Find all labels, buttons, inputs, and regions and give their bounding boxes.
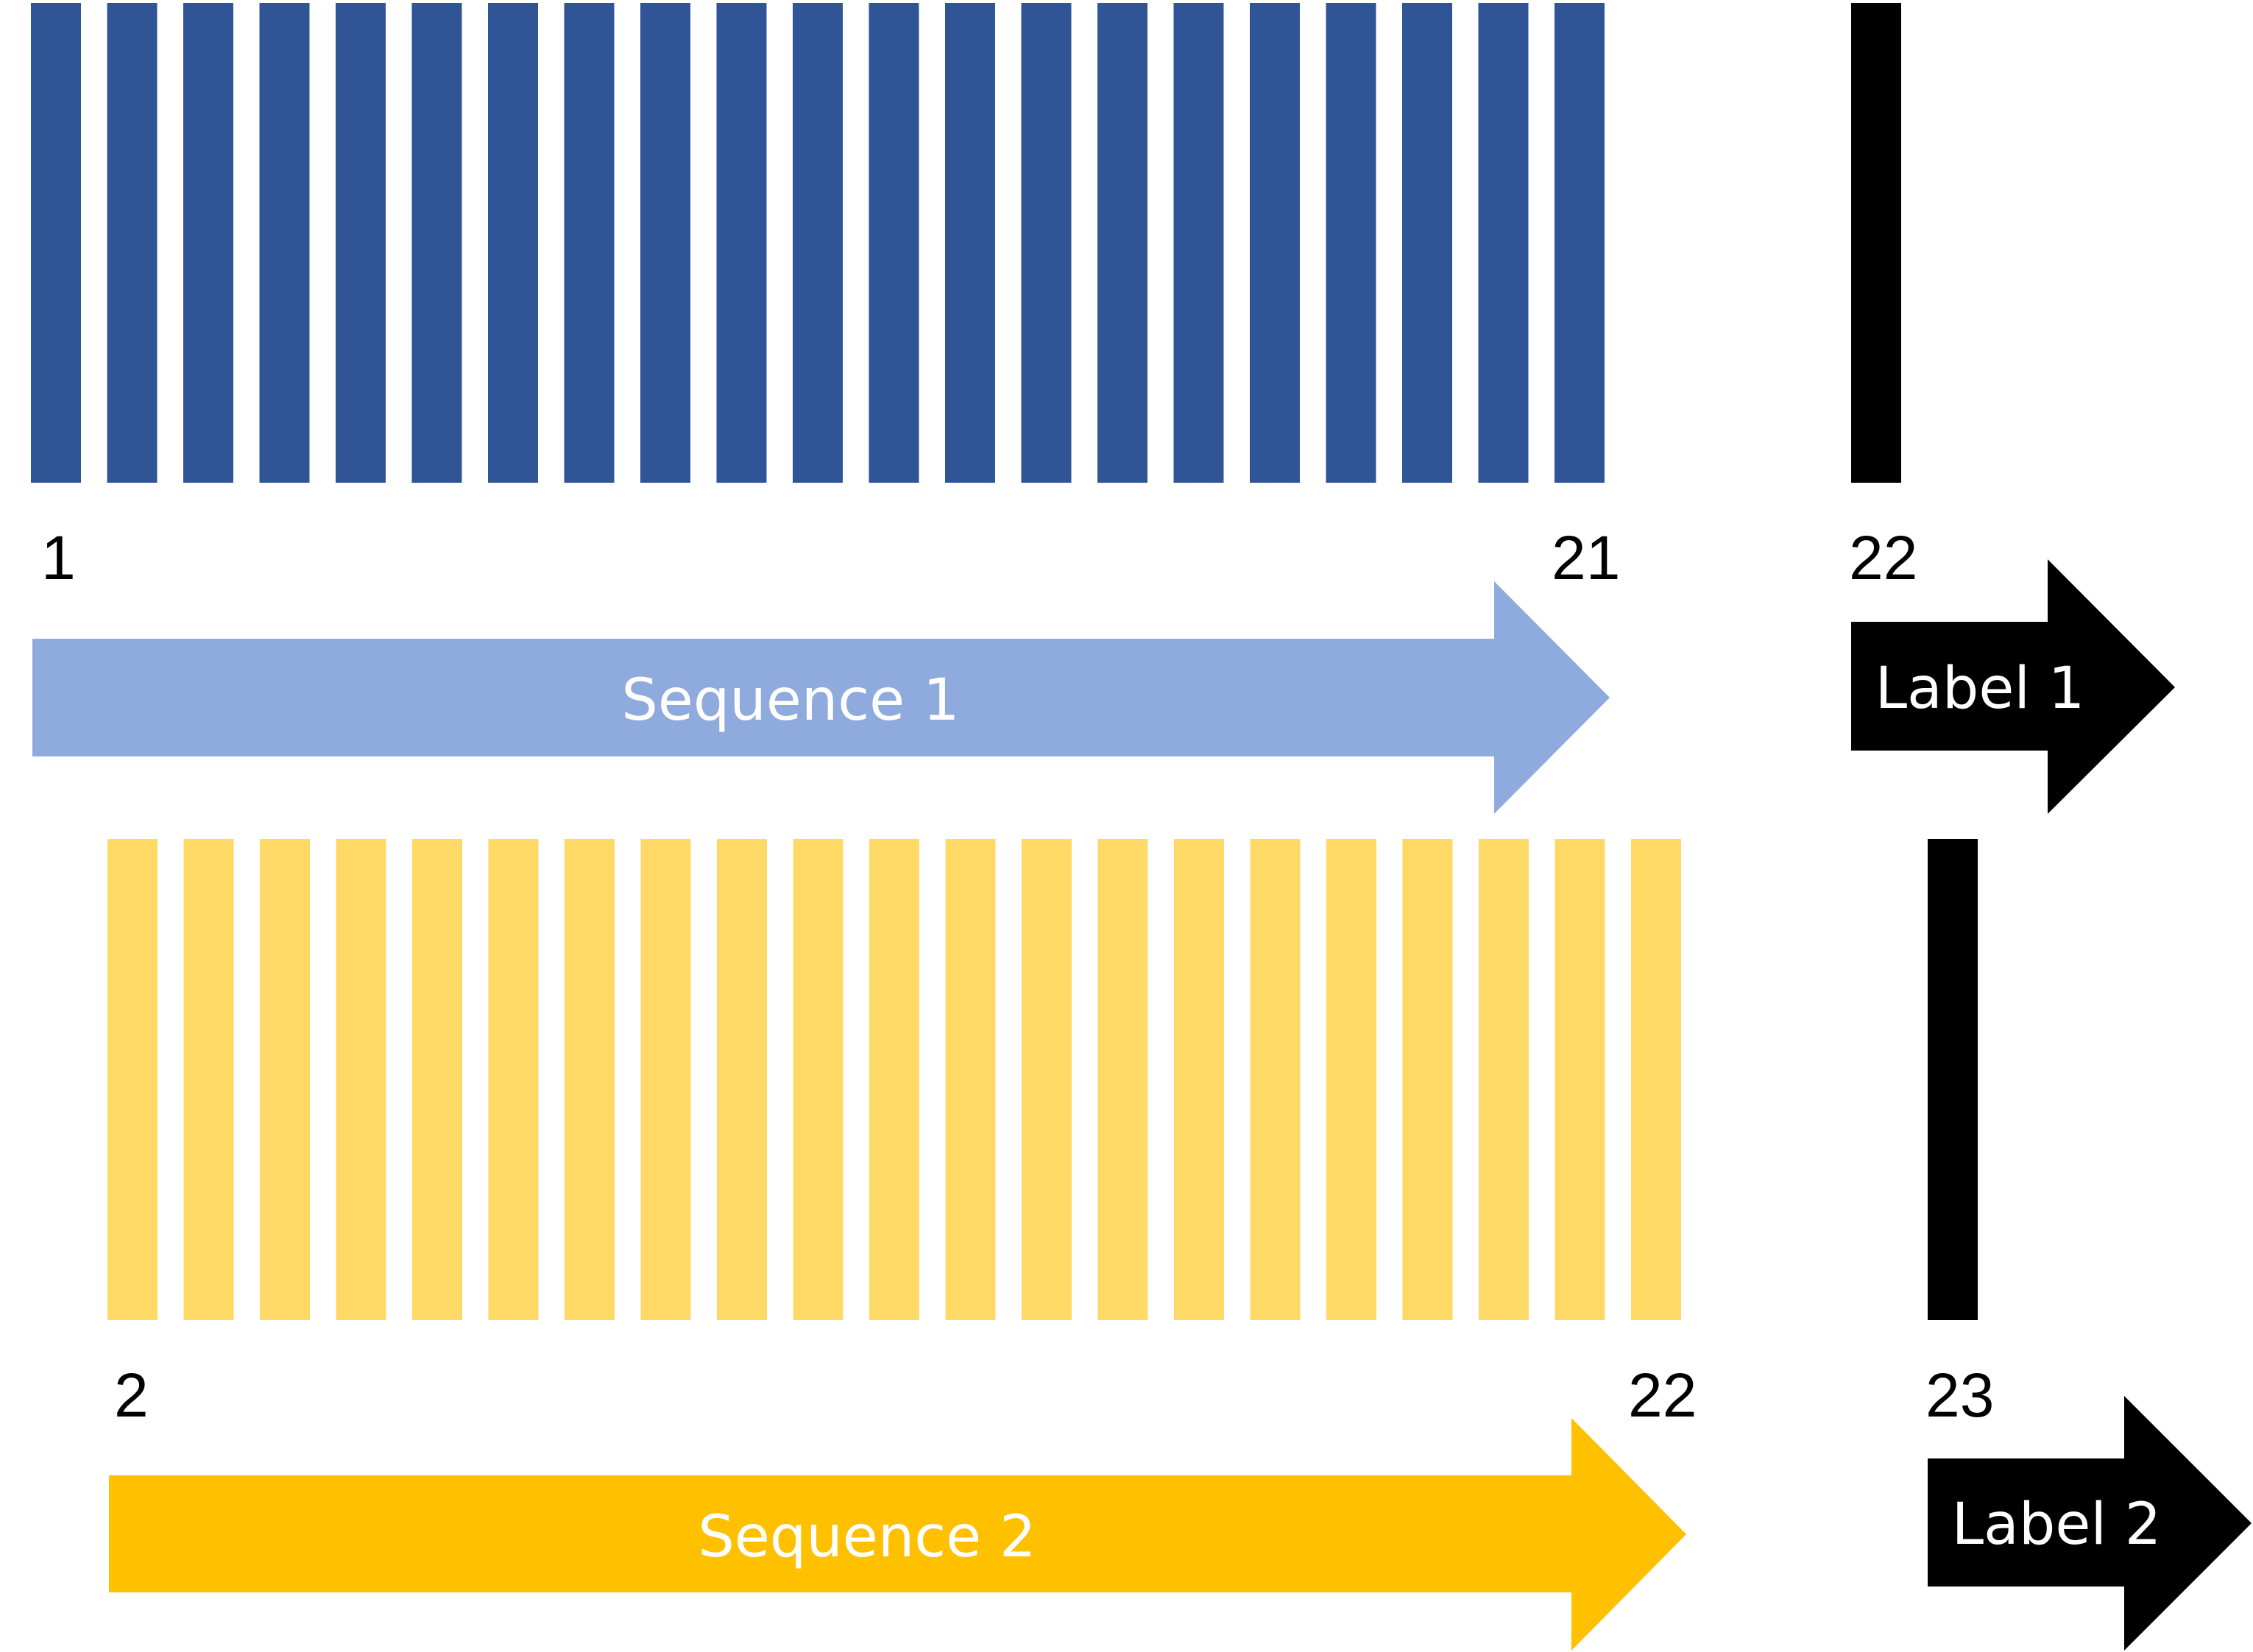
sequence-2-bar-8 [640,839,691,1320]
row-1: 1 21 22 Sequence 1 Label 1 [31,3,2175,814]
sequence-2-bar-10 [793,839,843,1320]
sequence-1-bar-2 [107,3,158,483]
label-1-text: Label 1 [1875,656,2085,722]
sequence-1-end-index: 21 [1552,523,1620,592]
label-2-text: Label 2 [1952,1492,2162,1558]
label-1-index: 22 [1849,523,1917,592]
sequence-2-bar-3 [260,839,310,1320]
sequence-1-bar-19 [1402,3,1452,483]
sequence-2-bar-19 [1479,839,1529,1320]
label-1-bar [1851,3,1901,483]
label-2-bar [1928,839,1978,1320]
sequence-1-bar-5 [336,3,386,483]
sequence-1-start-index: 1 [41,523,76,592]
sequence-1-arrow [32,581,1610,814]
sequence-2-bar-18 [1402,839,1453,1320]
sequence-1-bar-18 [1326,3,1376,483]
sequence-1-bar-21 [1555,3,1605,483]
sequence-2-bar-4 [336,839,386,1320]
sequence-1-bar-15 [1097,3,1147,483]
sequence-1-bar-14 [1021,3,1072,483]
row-2: 2 22 23 Sequence 2 Label 2 [107,839,2252,1651]
sequence-1-bar-20 [1478,3,1529,483]
sequence-1-bar-1 [31,3,81,483]
sequence-2-bar-13 [1022,839,1072,1320]
sequence-1-bar-17 [1250,3,1300,483]
sequence-1-bar-8 [564,3,615,483]
sequence-1-bar-11 [793,3,843,483]
sequence-2-bar-17 [1326,839,1376,1320]
sequence-2-bar-11 [869,839,919,1320]
sequence-2-bar-1 [107,839,158,1320]
sequence-2-bars [107,839,1681,1320]
sequence-2-bar-15 [1174,839,1224,1320]
sequence-1-bars [31,3,1605,483]
sequence-2-bar-21 [1631,839,1681,1320]
sequence-2-label: Sequence 2 [698,1504,1036,1570]
sequence-2-end-index: 22 [1628,1361,1697,1430]
sequence-1-label: Sequence 1 [621,667,959,734]
sequence-1-bar-13 [945,3,995,483]
sequence-2-bar-12 [945,839,996,1320]
label-2-index: 23 [1925,1361,1994,1430]
sequence-1-bar-3 [183,3,233,483]
sequence-2-bar-14 [1097,839,1148,1320]
sequence-2-bar-20 [1555,839,1605,1320]
label-1-arrow [1851,559,2175,814]
sequence-1-bar-7 [488,3,538,483]
sequence-2-bar-5 [412,839,462,1320]
sequence-1-bar-4 [259,3,310,483]
sequence-1-bar-10 [716,3,767,483]
label-2-arrow [1928,1396,2252,1651]
sequence-1-bar-16 [1173,3,1224,483]
sequence-2-bar-2 [183,839,234,1320]
sequence-1-bar-6 [411,3,462,483]
sequence-2-bar-16 [1250,839,1301,1320]
sequence-2-bar-7 [565,839,615,1320]
sequence-1-bar-9 [640,3,690,483]
sequence-2-arrow [109,1418,1686,1651]
sequence-2-bar-9 [717,839,767,1320]
sequence-2-bar-6 [488,839,539,1320]
sequence-2-start-index: 2 [114,1361,149,1430]
sequence-1-bar-12 [869,3,919,483]
